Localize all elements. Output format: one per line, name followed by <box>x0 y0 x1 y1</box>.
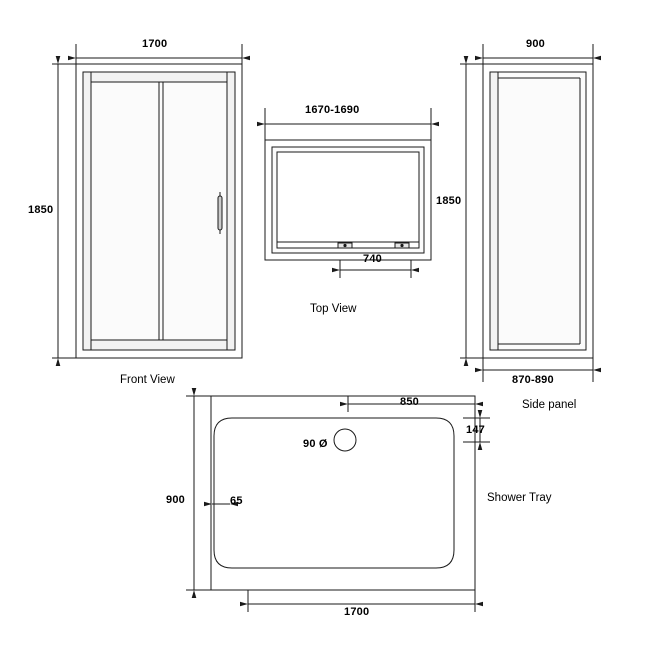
side-height-label: 1850 <box>436 195 462 207</box>
top-inner-label: 740 <box>363 253 382 265</box>
tray-right-label: 147 <box>466 424 485 436</box>
front-height-label: 1850 <box>28 204 54 216</box>
tray-bottom-label: 1700 <box>344 606 370 618</box>
front-width-label: 1700 <box>142 38 168 50</box>
top-view-caption: Top View <box>310 303 357 315</box>
side-width-label: 900 <box>526 38 545 50</box>
side-base-label: 870-890 <box>512 374 554 386</box>
front-view-caption: Front View <box>120 374 175 386</box>
top-width-label: 1670-1690 <box>305 104 360 116</box>
tray-top-label: 850 <box>400 396 419 408</box>
tray-left-label: 900 <box>166 494 185 506</box>
tray-inner-left-label: 65 <box>230 495 243 507</box>
tray-waste-label: 90 Ø <box>303 438 328 450</box>
side-panel-caption: Side panel <box>522 399 577 411</box>
shower-tray-caption: Shower Tray <box>487 492 552 504</box>
